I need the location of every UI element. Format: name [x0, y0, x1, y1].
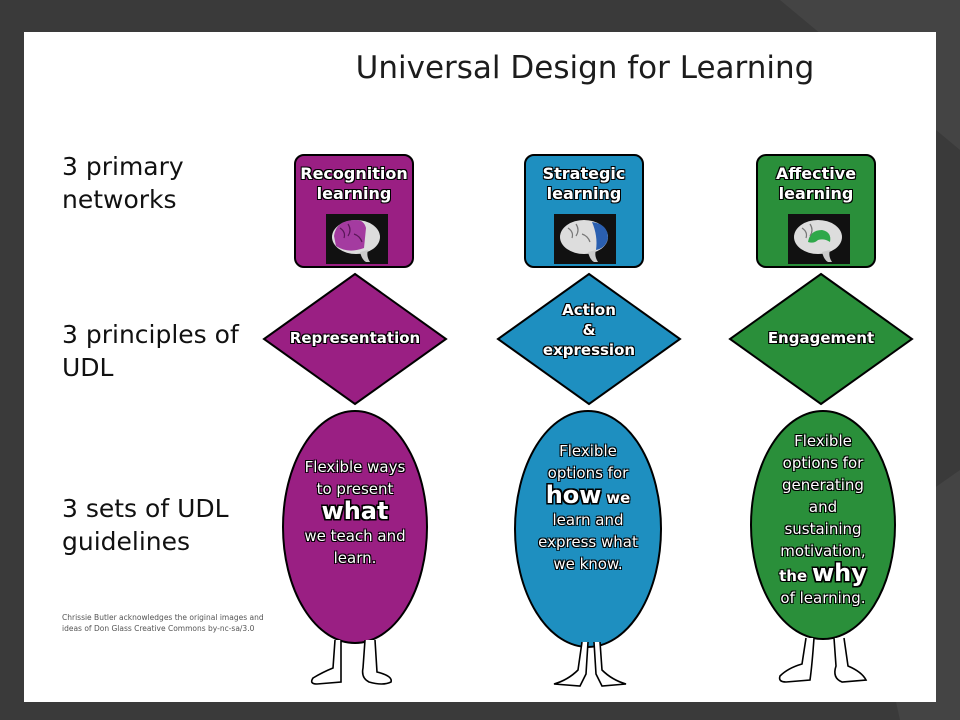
affective-guideline-text: Flexible options for generating and sust…	[779, 432, 867, 607]
brain-icon	[326, 214, 388, 264]
engagement-label: Engagement	[767, 329, 875, 347]
strategic-network-title: Strategic learning	[542, 164, 626, 203]
recognition-network-box: Recognition learning	[294, 154, 414, 268]
feet-icon	[553, 641, 627, 687]
brain-icon	[788, 214, 850, 264]
strategic-network-box: Strategic learning	[524, 154, 644, 268]
strategic-guideline-text: Flexible options for how we learn and ex…	[538, 442, 638, 573]
row-label-networks: 3 primary networks	[62, 152, 184, 214]
row-label-principles: 3 principles of UDL	[62, 320, 239, 382]
engagement-diamond	[728, 272, 914, 406]
credit-note: Chrissie Butler acknowledges the origina…	[62, 613, 264, 633]
row-label-guidelines: 3 sets of UDL guidelines	[62, 494, 229, 556]
page-title: Universal Design for Learning	[355, 50, 815, 86]
recognition-guideline-oval	[282, 410, 428, 644]
affective-guideline-oval	[750, 410, 896, 640]
action-expression-label: Action & expression	[542, 301, 636, 359]
representation-label: Representation	[289, 329, 421, 347]
recognition-guideline-text: Flexible ways to present what we teach a…	[304, 458, 406, 567]
feet-icon	[310, 639, 393, 685]
affective-network-box: Affective learning	[756, 154, 876, 268]
recognition-network-title: Recognition learning	[300, 164, 408, 203]
affective-network-title: Affective learning	[775, 164, 857, 203]
representation-diamond	[262, 272, 448, 406]
feet-icon	[778, 637, 868, 683]
brain-icon	[554, 214, 616, 264]
action-expression-diamond	[496, 272, 682, 406]
